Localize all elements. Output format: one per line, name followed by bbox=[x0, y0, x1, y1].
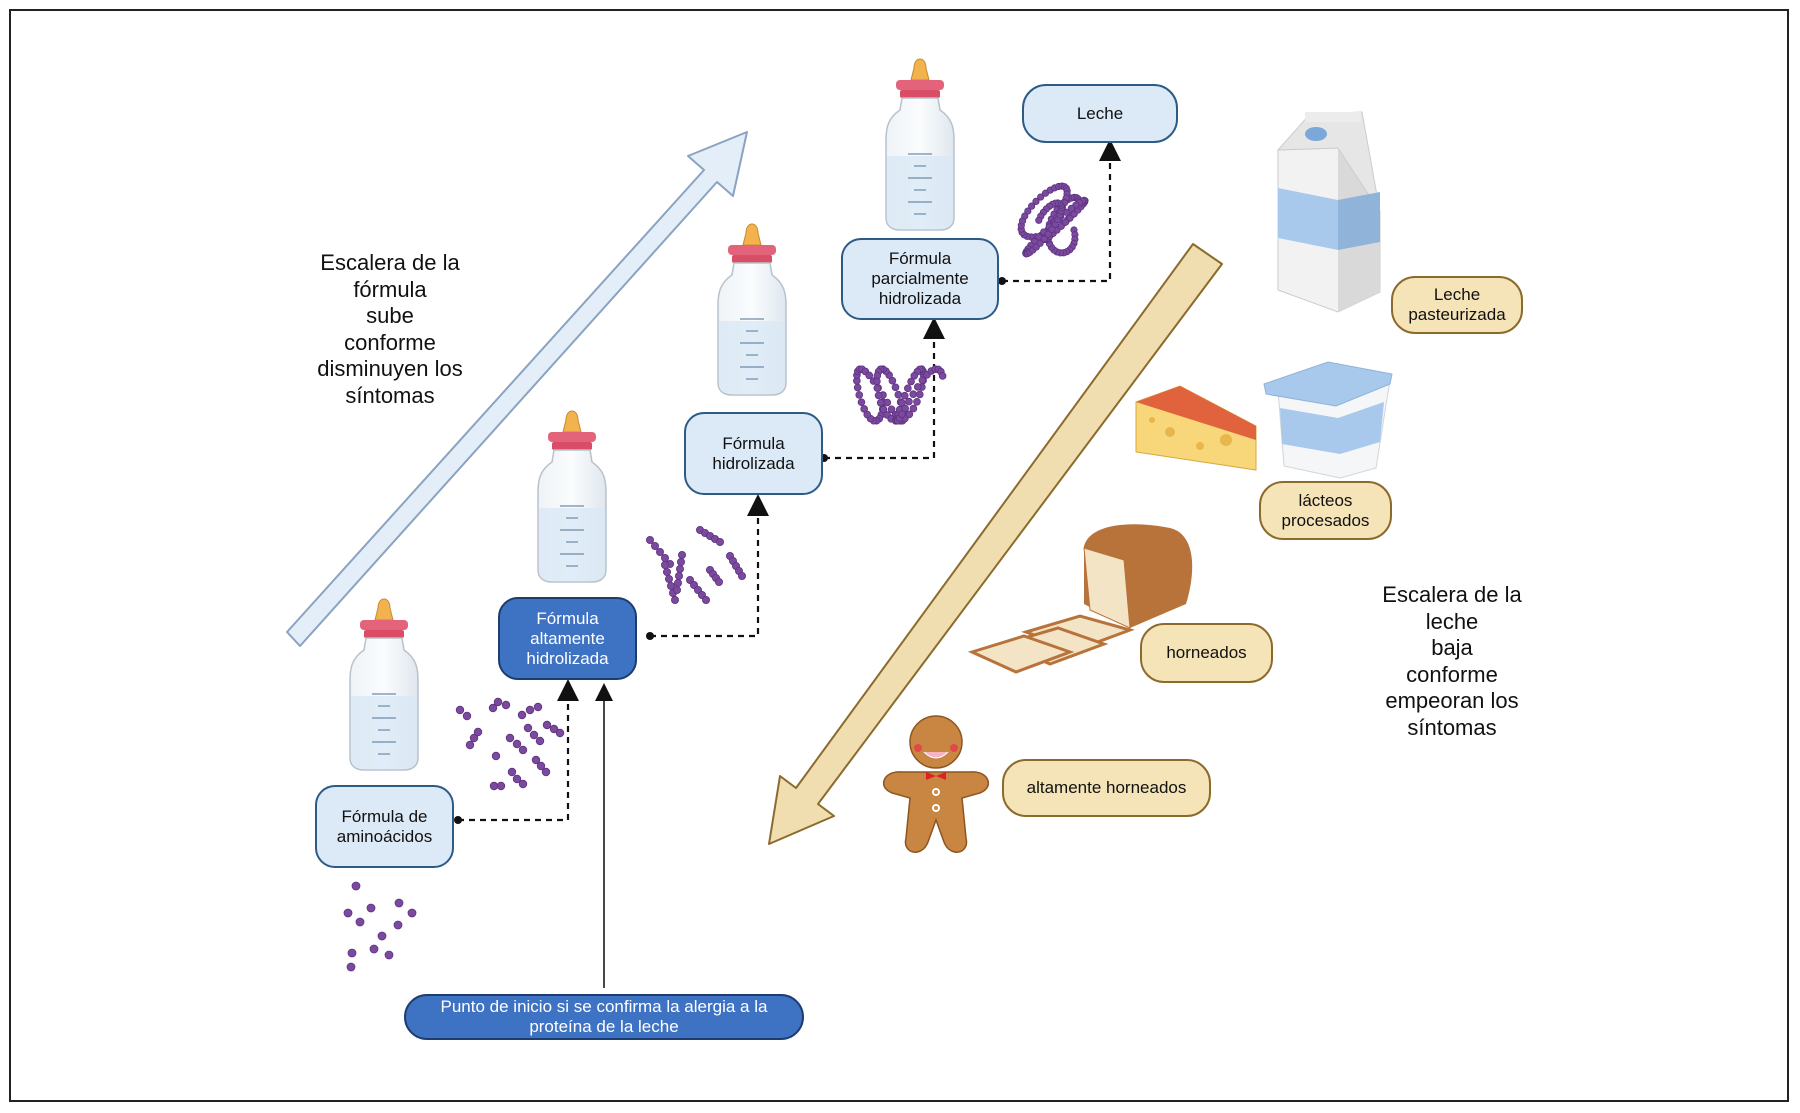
caption-line: Escalera de la bbox=[320, 250, 460, 275]
caption-line: síntomas bbox=[1407, 714, 1497, 740]
milk-box[interactable]: Leche bbox=[1022, 84, 1178, 143]
caption-line: leche bbox=[1425, 608, 1479, 634]
start-point-button[interactable]: Punto de inicio si se confirma la alergi… bbox=[404, 994, 804, 1040]
cheese-icon bbox=[1135, 385, 1257, 471]
baked-box[interactable]: horneados bbox=[1140, 623, 1273, 683]
box-label: horneados bbox=[1166, 643, 1247, 662]
formula-ladder-up-arrow-icon bbox=[286, 131, 748, 647]
caption-line: baja bbox=[1431, 635, 1473, 660]
box-label: procesados bbox=[1281, 510, 1370, 530]
short-peptide-icon bbox=[455, 697, 565, 791]
bread-icon bbox=[967, 524, 1193, 674]
figure-frame bbox=[9, 9, 1789, 1102]
caption-line: conforme bbox=[344, 329, 436, 355]
box-label: altamente horneados bbox=[1026, 778, 1187, 797]
box-label: Fórmula bbox=[536, 608, 599, 628]
box-label: Leche bbox=[1076, 103, 1124, 123]
baby-bottle-icon bbox=[717, 223, 787, 396]
baby-bottle-icon bbox=[885, 58, 955, 231]
partially-hydrolyzed-protein-icon bbox=[853, 365, 947, 425]
milk-ladder-caption: Escalera de la leche baja conforme empeo… bbox=[1352, 582, 1552, 741]
box-label: Fórmula bbox=[888, 249, 952, 268]
yogurt-icon bbox=[1263, 361, 1393, 479]
highly-baked-box[interactable]: altamente horneados bbox=[1002, 759, 1211, 817]
pill-label: Punto de inicio si se confirma la alergi… bbox=[440, 997, 768, 1016]
caption-line: conforme bbox=[1406, 661, 1498, 687]
milk-ladder-down-arrow-icon bbox=[768, 243, 1223, 845]
connector-arrow bbox=[824, 317, 945, 460]
box-label: pasteurizada bbox=[1408, 305, 1506, 324]
box-label: aminoácidos bbox=[336, 826, 433, 846]
gingerbread-icon bbox=[883, 715, 989, 853]
box-label: lácteos bbox=[1298, 490, 1353, 510]
connector-arrow bbox=[650, 494, 769, 638]
box-label: Fórmula bbox=[722, 433, 785, 453]
pill-label: proteína de la leche bbox=[529, 1017, 679, 1036]
formula-ladder-caption: Escalera de la fórmula sube conforme dis… bbox=[290, 250, 490, 409]
caption-line: Escalera de la bbox=[1382, 582, 1522, 607]
baby-bottle-icon bbox=[537, 410, 607, 583]
box-label: hidrolizada bbox=[878, 289, 962, 308]
intact-protein-icon bbox=[1017, 182, 1089, 258]
peptide-chain-icon bbox=[646, 526, 747, 605]
caption-line: síntomas bbox=[345, 382, 435, 408]
box-label: parcialmente bbox=[871, 269, 969, 288]
box-label: hidrolizada bbox=[712, 453, 795, 473]
box-label: Fórmula de bbox=[341, 806, 428, 826]
caption-line: fórmula bbox=[353, 276, 427, 302]
box-label: Leche bbox=[1433, 285, 1481, 304]
caption-line: disminuyen los bbox=[317, 356, 463, 381]
box-label: hidrolizada bbox=[526, 648, 609, 668]
baby-bottle-icon bbox=[349, 598, 419, 771]
milk-carton-icon bbox=[1276, 111, 1381, 313]
caption-line: sube bbox=[366, 303, 414, 328]
box-label: altamente bbox=[530, 628, 605, 648]
amino-acid-dots-icon bbox=[343, 881, 417, 972]
caption-line: empeoran los bbox=[1385, 688, 1519, 713]
connector-arrow bbox=[458, 679, 579, 822]
connector-arrow bbox=[1002, 139, 1121, 283]
